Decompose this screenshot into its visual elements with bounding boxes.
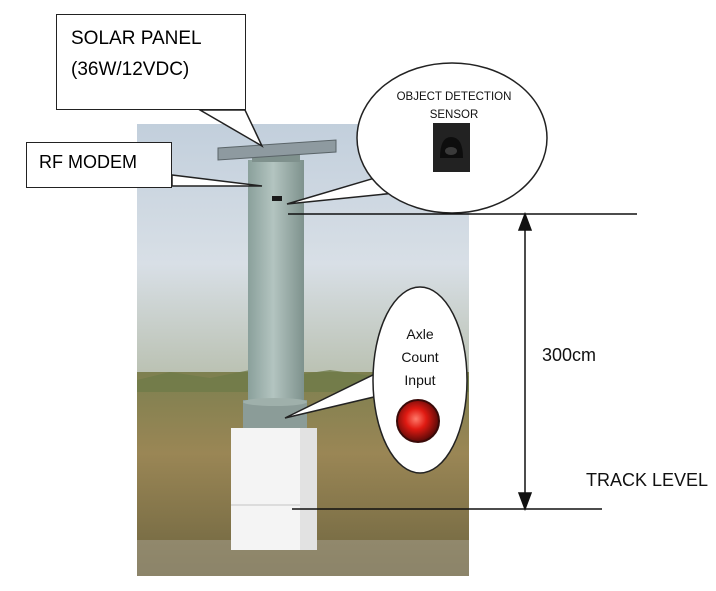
axle-count-label: Axle Count Input: [390, 323, 450, 392]
dimension: [288, 211, 637, 512]
red-indicator-icon: [397, 400, 439, 442]
object-detection-callout: [286, 62, 548, 214]
pole-assembly: [217, 139, 337, 550]
axle-line3: Input: [404, 372, 436, 388]
height-label: 300cm: [542, 345, 597, 365]
red-indicator-rim: [396, 399, 440, 443]
axle-count-callout: [284, 286, 468, 474]
pointers: [171, 109, 264, 187]
arrow-down-icon: [517, 492, 533, 512]
sensor-mark: [272, 196, 282, 201]
base-shadow: [300, 428, 317, 550]
solar-panel-spec: (36W/12VDC): [71, 59, 190, 80]
arrow-up-icon: [517, 211, 533, 231]
rf-modem-label-box: RF MODEM: [26, 142, 172, 188]
rf-modem-label: RF MODEM: [39, 152, 137, 172]
solar-panel: [217, 139, 337, 161]
rf-pointer: [171, 174, 263, 187]
sensor-glint: [445, 147, 457, 155]
track-level-label: TRACK LEVEL: [586, 470, 709, 490]
axle-line1: Axle: [406, 326, 434, 342]
axle-line2: Count: [401, 349, 439, 365]
object-detection-line2: SENSOR: [429, 109, 479, 121]
axle-bubble: [372, 286, 468, 474]
solar-panel-label: SOLAR PANEL: [71, 28, 202, 49]
object-detection-line1: OBJECT DETECTION: [396, 91, 512, 103]
solar-panel-label-box: SOLAR PANEL (36W/12VDC): [56, 14, 246, 110]
object-detection-label: OBJECT DETECTION SENSOR: [385, 88, 523, 124]
pole-bottom-collar-top: [243, 398, 307, 406]
solar-pointer: [197, 109, 264, 148]
